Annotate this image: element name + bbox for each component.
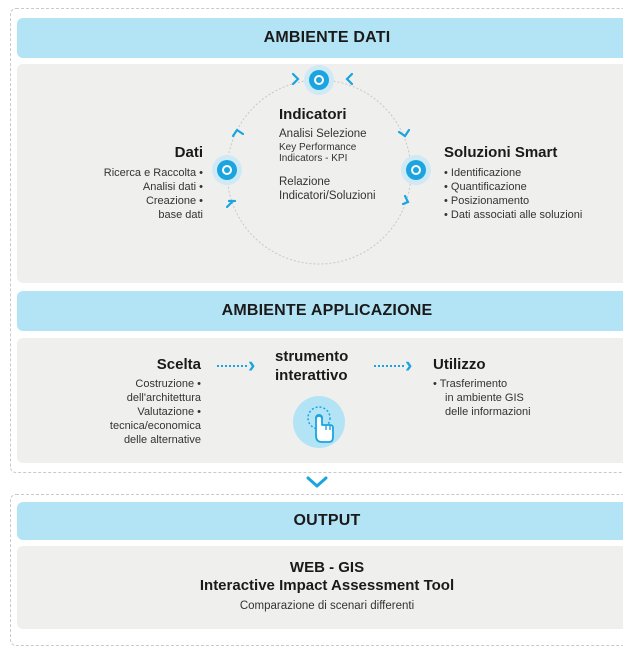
touch-hand-icon — [293, 396, 345, 448]
output-subtitle: Comparazione di scenari differenti — [239, 600, 415, 612]
dati-line-4: base dati — [158, 209, 203, 221]
strumento-title-line-2: interattivo — [275, 367, 348, 384]
relazione-line-2: Indicatori/Soluzioni — [279, 190, 376, 202]
soluzioni-line-4: • Dati associati alle soluzioni — [444, 209, 583, 221]
dati-node-icon — [217, 160, 237, 180]
refresh-arrow-icon — [231, 128, 245, 138]
utilizzo-title: Utilizzo — [433, 356, 486, 373]
soluzioni-node-icon — [406, 160, 426, 180]
output-panel: WEB - GIS Interactive Impact Assessment … — [17, 546, 623, 629]
output-heading-line-1: WEB - GIS — [289, 559, 365, 576]
scelta-title: Scelta — [156, 356, 201, 373]
indicatori-line-2: Key Performance — [279, 142, 357, 153]
connector-dots — [374, 365, 404, 367]
main-dashed-frame — [10, 8, 623, 473]
dati-line-1: Ricerca e Raccolta • — [103, 167, 203, 179]
connector-dots — [217, 365, 247, 367]
chevron-down-icon — [306, 476, 328, 488]
refresh-arrow-icon — [291, 72, 300, 86]
ambiente-dati-header: AMBIENTE DATI — [17, 18, 623, 58]
ambiente-dati-title: AMBIENTE DATI — [263, 29, 391, 46]
scelta-line-5: delle alternative — [123, 434, 201, 446]
utilizzo-line-2: in ambiente GIS — [445, 392, 524, 404]
soluzioni-line-2: • Quantificazione — [444, 181, 527, 193]
refresh-arrow-icon — [345, 72, 354, 86]
output-heading-line-2: Interactive Impact Assessment Tool — [199, 577, 455, 594]
scelta-line-4: tecnica/economica — [109, 420, 201, 432]
ambiente-applicazione-panel: Scelta Costruzione • dell'architettura V… — [17, 338, 623, 463]
indicatori-node-icon — [309, 70, 329, 90]
refresh-arrow-icon — [401, 194, 410, 206]
strumento-title-line-1: strumento — [275, 348, 349, 365]
utilizzo-line-3: delle informazioni — [445, 406, 531, 418]
dati-line-3: Creazione • — [145, 195, 203, 207]
output-title: OUTPUT — [293, 512, 361, 529]
output-header: OUTPUT — [17, 502, 623, 540]
ambiente-applicazione-title: AMBIENTE APPLICAZIONE — [221, 302, 433, 319]
soluzioni-line-3: • Posizionamento — [444, 195, 530, 207]
scelta-line-3: Valutazione • — [137, 406, 201, 418]
utilizzo-line-1: • Trasferimento — [433, 378, 508, 390]
scelta-line-1: Costruzione • — [135, 378, 201, 390]
scelta-line-2: dell'architettura — [126, 392, 201, 404]
dati-line-2: Analisi dati • — [142, 181, 203, 193]
relazione-line-1: Relazione — [279, 176, 331, 188]
indicatori-line-3: Indicators - KPI — [279, 153, 348, 164]
ambiente-applicazione-header: AMBIENTE APPLICAZIONE — [17, 291, 623, 331]
chevron-right-icon: › — [405, 352, 413, 377]
ambiente-dati-panel: Indicatori Analisi Selezione Key Perform… — [17, 64, 623, 283]
dati-title: Dati — [174, 144, 203, 161]
indicatori-line-1: Analisi Selezione — [279, 128, 367, 140]
refresh-arrow-icon — [397, 128, 411, 138]
chevron-right-icon: › — [248, 352, 256, 377]
soluzioni-title: Soluzioni Smart — [444, 144, 558, 161]
indicatori-title: Indicatori — [279, 106, 347, 123]
soluzioni-line-1: • Identificazione — [444, 167, 522, 179]
